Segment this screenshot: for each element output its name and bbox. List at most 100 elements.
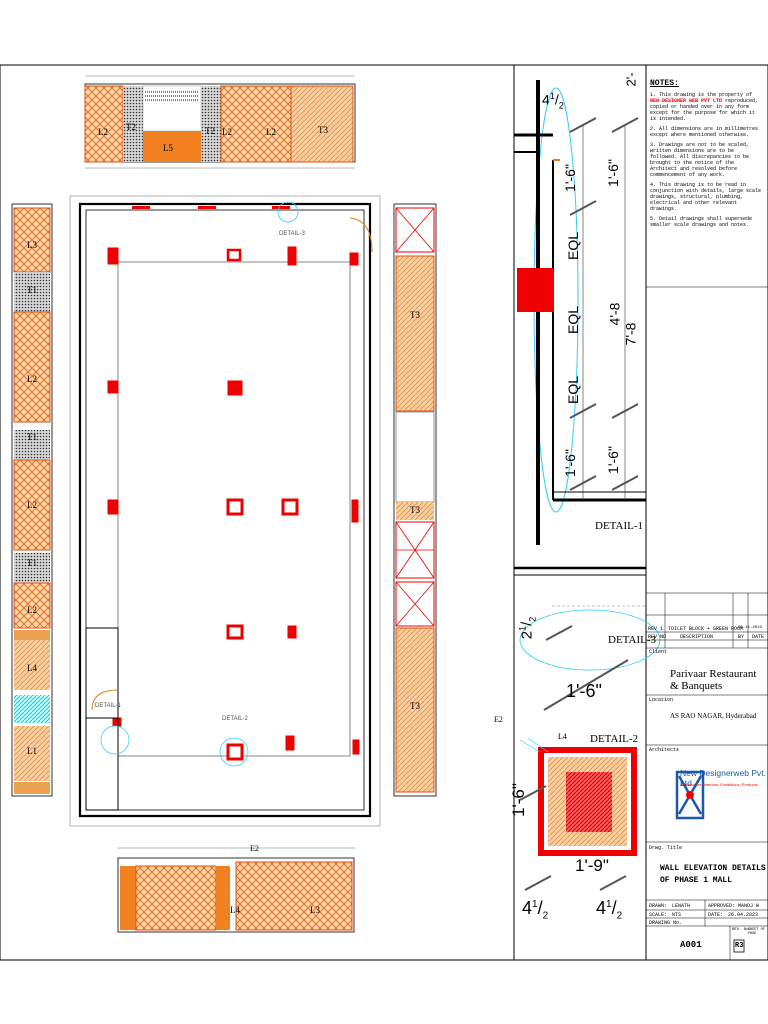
detail1-dim-eql-1: EQL bbox=[565, 231, 582, 261]
rev-no-label: REV. No. bbox=[732, 928, 752, 932]
note-number: 5. bbox=[650, 216, 657, 222]
detail-2-drawing bbox=[519, 737, 637, 891]
approved-label: APPROVED: bbox=[708, 903, 736, 909]
floor-plan bbox=[69, 195, 381, 827]
scale-label: SCALE: bbox=[649, 912, 668, 918]
drawn-value: LENATH bbox=[672, 903, 691, 909]
drawn-label: DRAWN: bbox=[649, 903, 668, 909]
top-elev-label-t2-left: T2 bbox=[126, 122, 136, 132]
note-item: 5. Detail drawings shall supersede small… bbox=[650, 216, 764, 228]
note-text: This drawing is to be read in conjunctio… bbox=[650, 182, 762, 212]
sheet-label: SHEET OF PAGE bbox=[748, 928, 765, 936]
client-name-line2: & Banquets bbox=[670, 680, 723, 692]
bottom-elev-label-e2: E2 bbox=[250, 844, 259, 853]
note-text: Detail drawings shall supersede smaller … bbox=[650, 216, 753, 228]
drawing-no-value: A001 bbox=[680, 940, 702, 950]
bottom-elevation bbox=[117, 847, 355, 933]
detail-3-drawing bbox=[514, 566, 661, 711]
detail1-dim-1-6-bottom: 1'-6" bbox=[561, 449, 578, 477]
dim-frac-num: 1 bbox=[606, 899, 612, 910]
bottom-elev-label-l4: L4 bbox=[230, 905, 240, 915]
right-elev-label-t3a: T3 bbox=[410, 310, 420, 320]
architects-label: Architects bbox=[649, 747, 680, 753]
left-elev-label-t1c: T1 bbox=[27, 558, 37, 568]
detail2-label-e2: E2 bbox=[494, 715, 503, 724]
top-elev-label-l2-right: L2 bbox=[266, 127, 276, 137]
revision-col-rev: REV NO bbox=[648, 634, 667, 640]
dim-whole: 2 bbox=[518, 630, 536, 640]
left-elev-label-t1b: T1 bbox=[27, 432, 37, 442]
note-item: 4. This drawing is to be read in conjunc… bbox=[650, 182, 764, 212]
notes-title: NOTES: bbox=[650, 79, 679, 88]
note-item: 2. All dimensions are in millimetres exc… bbox=[650, 126, 764, 138]
note-text: Drawings are not to be scaled, written d… bbox=[650, 142, 750, 178]
top-elev-label-t3: T3 bbox=[318, 125, 328, 135]
detail2-dim-4-1-2-right: 41/2 bbox=[596, 898, 623, 922]
detail2-dim-4-1-2-left: 41/2 bbox=[522, 898, 549, 922]
firm-logo bbox=[675, 770, 705, 820]
revision-col-by: BY bbox=[738, 634, 745, 640]
scale-value: NTS bbox=[672, 912, 682, 918]
note-number: 3. bbox=[650, 142, 657, 148]
detail1-dim-1-6-top: 1'-6" bbox=[561, 164, 578, 192]
dim-frac-den: 2 bbox=[527, 616, 538, 622]
detail1-dim-eql-3: EQL bbox=[565, 375, 582, 405]
client-name-line1: Parivaar Restaurant bbox=[670, 668, 757, 680]
detail2-dim-1-9: 1'-9" bbox=[575, 856, 609, 875]
detail3-dim-2-1-2: 21/2 bbox=[517, 616, 538, 640]
drawing-title-line1: WALL ELEVATION DETAILS bbox=[660, 864, 766, 873]
location-value: AS RAO NAGAR, Hyderabad bbox=[670, 712, 757, 720]
architects-company: New Designerweb Pvt. Ltd. bbox=[680, 768, 766, 788]
revision-row-desc: TOILET BLOCK + GREEN ROOM bbox=[668, 626, 744, 632]
plan-detail2-callout: DETAIL-2 bbox=[222, 716, 248, 722]
revision-row-date: 28.11.2023 bbox=[738, 626, 763, 630]
architects-tagline: Architecture, Interiors, Exhibitions, Pr… bbox=[680, 782, 758, 787]
notes-list: 1. This drawing is the property of NEW D… bbox=[650, 92, 764, 228]
plan-detail3-callout: DETAIL-3 bbox=[279, 231, 305, 237]
left-elev-label-l4: L4 bbox=[27, 663, 37, 673]
top-elev-label-l2-mid: L2 bbox=[222, 127, 232, 137]
dim-frac-num: 1 bbox=[549, 91, 555, 101]
left-elevation bbox=[11, 203, 53, 797]
date-label: DATE: bbox=[708, 912, 724, 918]
bottom-elev-label-l3: L3 bbox=[310, 905, 320, 915]
client-label: Client bbox=[649, 649, 668, 655]
detail2-label-l4: L4 bbox=[558, 732, 567, 741]
dim-frac-num: 1 bbox=[532, 899, 538, 910]
note-text: This drawing is the property of bbox=[659, 92, 753, 98]
detail1-dim-4-8: 4'-8 bbox=[606, 302, 623, 326]
left-elev-label-l1: L1 bbox=[27, 746, 37, 756]
note-text: All dimensions are in millimetres except… bbox=[650, 126, 759, 138]
revision-col-desc: DESCRIPTION bbox=[680, 634, 714, 640]
detail3-title: DETAIL-3 bbox=[608, 634, 656, 646]
left-elev-label-t1a: T1 bbox=[27, 285, 37, 295]
top-elev-label-t2-right: T2 bbox=[205, 126, 215, 136]
drawing-title-label: Drwg. Title bbox=[649, 845, 683, 851]
dim-whole: 4 bbox=[542, 91, 550, 108]
title-block-frame bbox=[646, 286, 768, 960]
date-value: 26.04.2023 bbox=[728, 912, 759, 918]
left-elev-label-l2a: L2 bbox=[27, 374, 37, 384]
approved-value: MANOJ W bbox=[738, 903, 760, 909]
drawing-no-label: DRAWING No. bbox=[649, 920, 683, 926]
right-elev-label-t3c: T3 bbox=[410, 701, 420, 711]
detail3-dim-1-6: 1'-6" bbox=[566, 681, 602, 701]
right-elev-label-t3b: T3 bbox=[410, 505, 420, 515]
detail1-dim-eql-2: EQL bbox=[565, 305, 582, 335]
dim-frac-den: 2 bbox=[542, 910, 549, 922]
revision-row-rev: REV 1 bbox=[648, 626, 664, 632]
dim-frac-num: 1 bbox=[517, 625, 528, 631]
top-elevation bbox=[84, 75, 356, 169]
left-elev-label-l3: L3 bbox=[27, 240, 37, 250]
rev-no-value: R3 bbox=[735, 942, 744, 950]
detail1-dim-7-8: 7'-8 bbox=[622, 322, 639, 346]
plan-detail1-callout: DETAIL-1 bbox=[95, 703, 121, 709]
dim-frac-den: 2 bbox=[558, 100, 564, 111]
detail1-title: DETAIL-1 bbox=[595, 520, 643, 532]
left-elev-label-l2c: L2 bbox=[27, 605, 37, 615]
dim-frac-den: 2 bbox=[616, 910, 623, 922]
dim-whole: 4 bbox=[522, 898, 533, 918]
note-number: 1. bbox=[650, 92, 657, 98]
right-elevation bbox=[393, 203, 437, 797]
